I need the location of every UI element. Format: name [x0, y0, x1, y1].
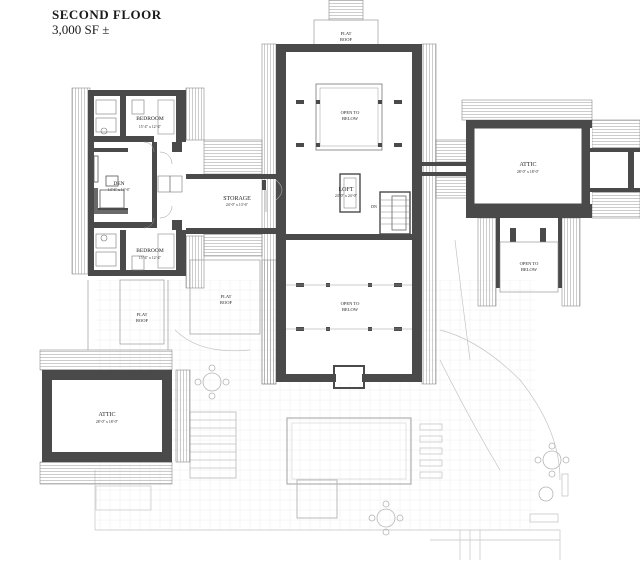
open-bottom-l2: BELOW	[342, 307, 359, 312]
flat-roof-top-l1: FLAT	[341, 31, 352, 36]
den-name: DEN	[113, 181, 124, 187]
main-hall	[276, 44, 422, 389]
flat-roof-left-l2: ROOF	[136, 318, 149, 323]
loft-name: LOFT	[339, 187, 354, 193]
lawn-path	[439, 329, 561, 481]
open-right-l1: OPEN TO	[520, 261, 539, 266]
flat-roof-left-l1: FLAT	[137, 312, 148, 317]
dn-label: DN	[371, 204, 377, 209]
spa	[296, 479, 338, 519]
plan-title: SECOND FLOOR	[52, 7, 162, 22]
garden-curve	[174, 329, 251, 352]
bedroom-top-dims: 15'-4" x 12'-4"	[139, 125, 162, 129]
open-right-l2: BELOW	[521, 267, 538, 272]
lounge-chairs	[419, 423, 569, 523]
room-labels: FLAT ROOF OPEN TO BELOW LOFT 24'-0" x 24…	[96, 31, 540, 424]
storage-block	[186, 174, 283, 234]
attic-left-name: ATTIC	[99, 412, 116, 418]
flat-roof-mid-l1: FLAT	[221, 294, 232, 299]
storage-dims: 24'-0" x 13'-6"	[226, 203, 249, 207]
left-wing	[88, 90, 186, 276]
flat-roof-mid-l2: ROOF	[220, 300, 233, 305]
pool-inner	[291, 422, 407, 480]
open-bottom-l1: OPEN TO	[341, 301, 360, 306]
left-attic	[42, 370, 172, 462]
roof-hatching	[39, 0, 640, 485]
loft-dims: 24'-0" x 24'-0"	[335, 194, 358, 198]
pool	[286, 417, 412, 485]
right-attic	[422, 120, 640, 293]
planter	[95, 485, 152, 511]
bedroom-bottom-name: BEDROOM	[136, 248, 164, 254]
attic-right-name: ATTIC	[520, 162, 537, 168]
attic-right-dims: 28'-0" x 18'-0"	[517, 170, 540, 174]
open-top-l2: BELOW	[342, 116, 359, 121]
den-dims: 14'-6" x 14'-6"	[108, 188, 131, 192]
attic-left-dims: 28'-0" x 18'-0"	[96, 420, 119, 424]
outdoor-tables	[194, 364, 570, 536]
bedroom-bottom-dims: 15'-4" x 12'-4"	[139, 256, 162, 260]
steps	[430, 530, 560, 560]
storage-name: STORAGE	[223, 196, 251, 202]
garden-path	[439, 239, 501, 471]
bedroom-top-name: BEDROOM	[136, 116, 164, 122]
flat-roof-top-l2: ROOF	[340, 37, 353, 42]
loft-stair	[379, 191, 411, 235]
plan-area: 3,000 SF ±	[52, 22, 110, 37]
open-top-l1: OPEN TO	[341, 110, 360, 115]
